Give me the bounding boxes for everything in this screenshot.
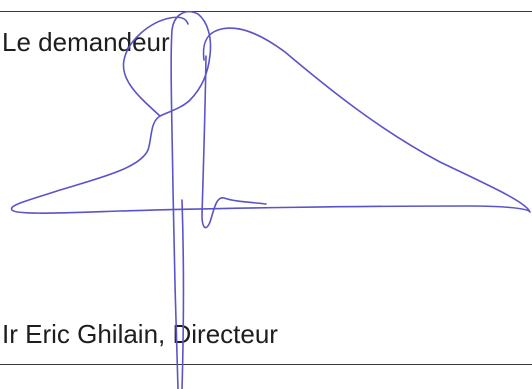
signatory-name: Ir Eric Ghilain, Directeur: [2, 319, 278, 349]
top-rule: [0, 11, 532, 12]
applicant-label: Le demandeur: [2, 27, 170, 57]
bottom-rule: [0, 364, 532, 365]
